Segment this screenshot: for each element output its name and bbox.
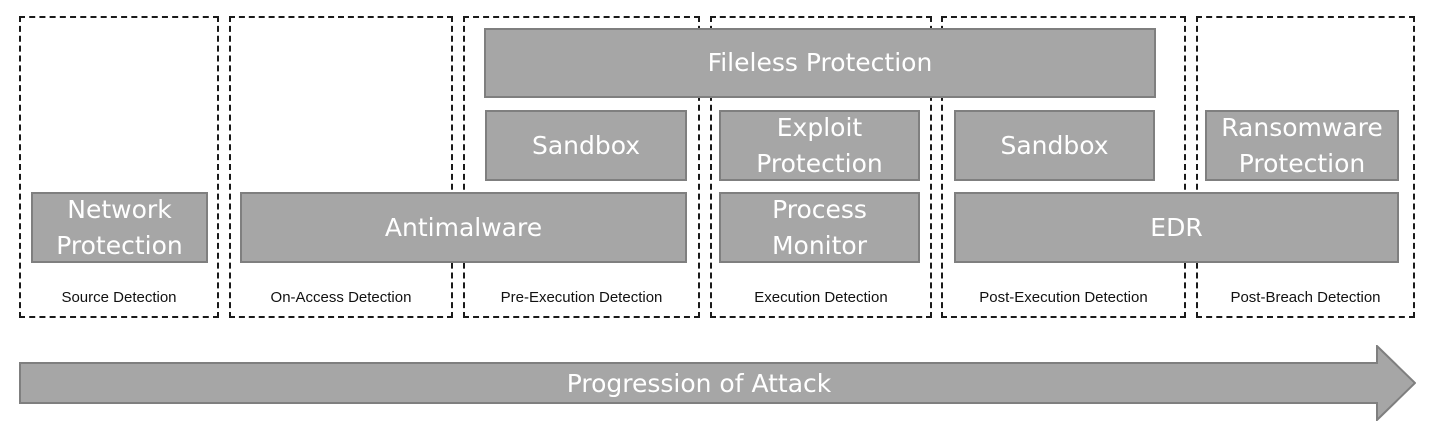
network-protection-box: Network Protection (31, 192, 208, 263)
box-label: Sandbox (531, 130, 641, 160)
phase-pre-execution-detection: Pre-Execution Detection (463, 16, 700, 318)
process-monitor-box: Process Monitor (719, 192, 920, 263)
phase-post-breach-detection: Post-Breach Detection (1196, 16, 1415, 318)
box-label: Antimalware (384, 212, 543, 242)
phase-execution-detection: Execution Detection (710, 16, 932, 318)
phase-label: Post-Execution Detection (979, 289, 1148, 306)
phase-label: Execution Detection (754, 289, 888, 306)
box-label-line: Ransomware (1221, 112, 1383, 142)
exploit-protection-box: Exploit Protection (719, 110, 920, 181)
phase-label: Pre-Execution Detection (500, 289, 663, 306)
box-label-line: Monitor (771, 230, 868, 260)
phase-source-detection: Source Detection (19, 16, 219, 318)
box-label-line: Protection (756, 148, 883, 178)
sandbox-post-execution-box: Sandbox (954, 110, 1155, 181)
phase-label: Post-Breach Detection (1230, 289, 1381, 306)
arrow-label: Progression of Attack (566, 368, 832, 398)
phase-on-access-detection: On-Access Detection (229, 16, 453, 318)
phase-post-execution-detection: Post-Execution Detection (941, 16, 1186, 318)
phase-label: On-Access Detection (270, 289, 412, 306)
phase-label: Source Detection (61, 289, 177, 306)
box-label-line: Protection (56, 230, 183, 260)
box-label: Fileless Protection (707, 48, 933, 77)
fileless-protection-box: Fileless Protection (484, 28, 1156, 98)
box-label-line: Protection (1238, 148, 1366, 178)
box-label: EDR (1150, 212, 1203, 242)
box-label-line: Exploit (776, 112, 863, 142)
ransomware-protection-box: Ransomware Protection (1205, 110, 1399, 181)
box-label-line: Network (67, 194, 172, 224)
antimalware-box: Antimalware (240, 192, 687, 263)
box-label-line: Process (772, 194, 867, 224)
edr-box: EDR (954, 192, 1399, 263)
progression-arrow: Progression of Attack (19, 345, 1416, 421)
arrow-right-icon (19, 345, 1416, 421)
sandbox-pre-execution-box: Sandbox (485, 110, 687, 181)
box-label: Sandbox (1000, 130, 1109, 160)
